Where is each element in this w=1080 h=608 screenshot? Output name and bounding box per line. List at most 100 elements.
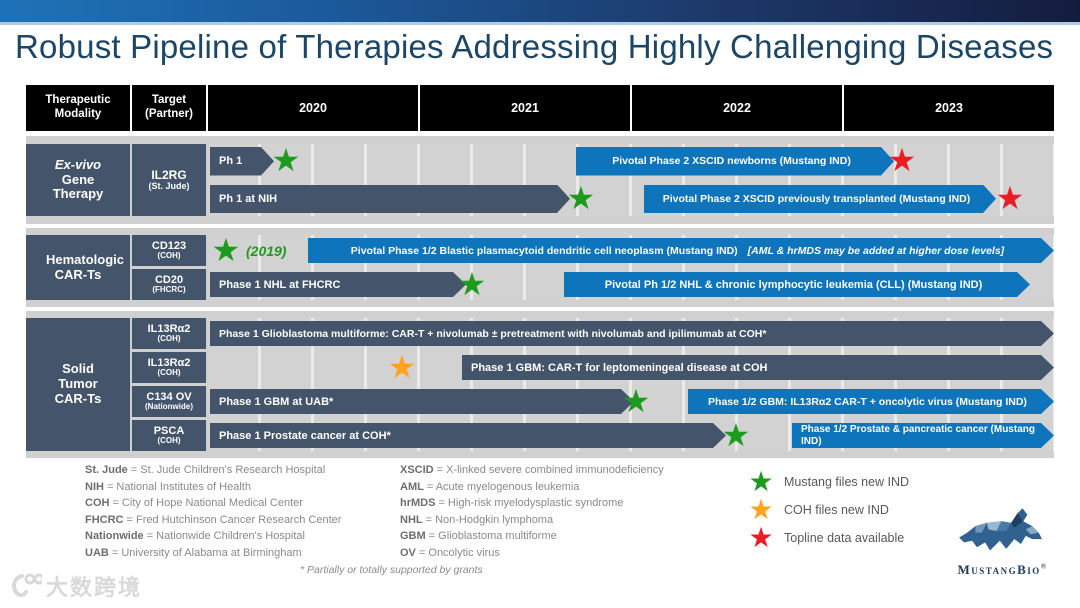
header-target-partner: Target (Partner)	[132, 85, 206, 131]
timeline-row: Phase 1 GBM at UAB* ★ Phase 1/2 GBM: IL1…	[208, 385, 1054, 417]
abbreviation: XSCID= X-linked severe combined immunode…	[400, 464, 664, 476]
target-partner: (COH)	[157, 436, 181, 446]
bar-phase1-nhl: Phase 1 NHL at FHCRC	[210, 272, 466, 297]
green-star-icon: ★	[271, 142, 301, 179]
top-gradient-bar	[0, 0, 1080, 22]
timeline-row: ★ (2019) Pivotal Phase 1/2 Blastic plasm…	[208, 231, 1054, 268]
legend-item-mustang-ind: ★ Mustang files new IND	[746, 468, 909, 496]
logo-text: MustangBio	[957, 562, 1041, 577]
modality-rest: Gene Therapy	[52, 171, 104, 202]
green-star-icon: ★	[748, 466, 774, 497]
header-year-2022: 2022	[632, 85, 842, 131]
abbreviation: GBM= Glioblastoma multiforme	[400, 530, 557, 542]
group-hematologic-car-ts: Hematologic CAR-Ts CD123 (COH) CD20 (FHC…	[26, 228, 1054, 307]
target-name: CD123	[151, 239, 187, 252]
watermark-icon	[12, 573, 42, 597]
top-bar-underline	[0, 22, 1080, 25]
green-star-icon: ★	[721, 416, 751, 453]
modality-label-ex-vivo: Ex-vivo Gene Therapy	[26, 144, 130, 216]
group-solid-tumor-car-ts: Solid Tumor CAR-Ts IL13Rα2 (COH) IL13Rα2…	[26, 311, 1054, 458]
target-partner: (COH)	[157, 334, 181, 344]
target-name: C134 OV	[146, 390, 192, 403]
bar-gbm-leptomeningeal: Phase 1 GBM: CAR-T for leptomeningeal di…	[462, 355, 1054, 380]
bar-pivotal-nhl-cll: Pivotal Ph 1/2 NHL & chronic lymphocytic…	[564, 272, 1030, 297]
star-legend: ★ Mustang files new IND ★ COH files new …	[746, 468, 909, 552]
bar-gbm-nivolumab: Phase 1 Glioblastoma multiforme: CAR-T +…	[210, 321, 1054, 346]
page-title: Robust Pipeline of Therapies Addressing …	[15, 28, 1054, 65]
legend-label: COH files new IND	[784, 503, 889, 517]
timeline-row: Ph 1 at NIH ★ Pivotal Phase 2 XSCID prev…	[208, 182, 1054, 217]
target-partner: (St. Jude)	[148, 180, 190, 191]
table-header: Therapeutic Modality Target (Partner) 20…	[26, 85, 1054, 131]
target-name: PSCA	[153, 424, 185, 437]
legend-label: Topline data available	[784, 531, 905, 545]
legend-label: Mustang files new IND	[784, 475, 910, 489]
abbreviations-right: XSCID= X-linked severe combined immunode…	[400, 462, 664, 561]
orange-star-icon: ★	[748, 494, 774, 525]
bar-pivotal-xscid-transplanted: Pivotal Phase 2 XSCID previously transpl…	[644, 185, 996, 214]
red-star-icon: ★	[748, 522, 774, 553]
target-partner: (FHCRC)	[152, 285, 186, 295]
bar-prostate-ph1: Phase 1 Prostate cancer at COH*	[210, 423, 726, 448]
header-years: 2020 2021 2022 2023	[208, 85, 1054, 131]
target-name: CD20	[154, 273, 184, 286]
watermark-text: 大数跨境	[46, 575, 143, 600]
mustangbio-logo: MustangBio®	[950, 505, 1055, 578]
bar-prostate-pancreatic: Phase 1/2 Prostate & pancreatic cancer (…	[792, 423, 1054, 448]
red-star-icon: ★	[995, 179, 1025, 216]
header-year-2020: 2020	[208, 85, 418, 131]
abbreviation: UAB= University of Alabama at Birmingham	[85, 546, 302, 559]
logo-wordmark: MustangBio®	[950, 562, 1055, 578]
abbreviation: OV= Oncolytic virus	[400, 546, 500, 559]
horse-icon	[958, 508, 1042, 551]
target-partner: (COH)	[157, 368, 181, 378]
bar-note-text: [AML & hrMDS may be added at higher dose…	[747, 244, 1005, 257]
bar-pivotal-xscid-newborns: Pivotal Phase 2 XSCID newborns (Mustang …	[576, 147, 894, 176]
target-column: CD123 (COH) CD20 (FHCRC)	[132, 235, 206, 300]
target-name: IL2RG	[151, 167, 187, 182]
timeline-row: Phase 1 Prostate cancer at COH* ★ Phase …	[208, 416, 1054, 453]
target-cd20: CD20 (FHCRC)	[132, 269, 206, 300]
orange-star-icon: ★	[387, 348, 417, 385]
abbreviation: COH= City of Hope National Medical Cente…	[85, 497, 303, 509]
modality-text: Hematologic CAR-Ts	[46, 251, 125, 282]
abbreviation: AML= Acute myelogenous leukemia	[400, 480, 580, 493]
abbreviation: FHCRC= Fred Hutchinson Cancer Research C…	[85, 513, 342, 526]
bar-text: Pivotal Phase 1/2 Blastic plasmacytoid d…	[350, 244, 738, 257]
target-partner: (Nationwide)	[145, 402, 193, 412]
timeline-area: ★ (2019) Pivotal Phase 1/2 Blastic plasm…	[208, 231, 1054, 302]
group-ex-vivo-gene-therapy: Ex-vivo Gene Therapy IL2RG (St. Jude) Ph…	[26, 136, 1054, 224]
abbreviation: St. Jude= St. Jude Children's Research H…	[85, 464, 326, 476]
watermark: 大数跨境	[8, 570, 142, 602]
target-name: IL13Rα2	[147, 356, 191, 369]
abbreviations-left: St. Jude= St. Jude Children's Research H…	[85, 462, 341, 561]
legend-item-coh-ind: ★ COH files new IND	[746, 496, 909, 524]
target-il13ra2-1: IL13Rα2 (COH)	[132, 318, 206, 349]
pipeline-groups: Ex-vivo Gene Therapy IL2RG (St. Jude) Ph…	[26, 136, 1054, 462]
grant-footnote: * Partially or totally supported by gran…	[300, 564, 483, 576]
modality-label-solid-tumor: Solid Tumor CAR-Ts	[26, 318, 130, 451]
timeline-area: Ph 1 ★ Pivotal Phase 2 XSCID newborns (M…	[208, 144, 1054, 216]
target-name: IL13Rα2	[147, 322, 191, 335]
registered-mark: ®	[1040, 562, 1048, 571]
legend-item-topline-data: ★ Topline data available	[746, 524, 909, 552]
green-star-icon: ★	[457, 265, 487, 302]
target-partner: (COH)	[157, 251, 181, 261]
header-year-2021: 2021	[420, 85, 630, 131]
header-year-2023: 2023	[844, 85, 1054, 131]
timeline-row: Phase 1 NHL at FHCRC ★ Pivotal Ph 1/2 NH…	[208, 265, 1054, 302]
abbreviation: NHL= Non-Hodgkin lymphoma	[400, 513, 554, 526]
bar-pivotal-bpdcn: Pivotal Phase 1/2 Blastic plasmacytoid d…	[308, 238, 1054, 263]
green-star-icon: ★	[211, 231, 241, 268]
target-il2rg: IL2RG (St. Jude)	[132, 144, 206, 216]
red-star-icon: ★	[887, 142, 917, 179]
bar-ph1-at-nih: Ph 1 at NIH	[210, 185, 570, 214]
timeline-row: Ph 1 ★ Pivotal Phase 2 XSCID newborns (M…	[208, 144, 1054, 179]
target-column: IL13Rα2 (COH) IL13Rα2 (COH) C134 OV (Nat…	[132, 318, 206, 451]
target-il13ra2-2: IL13Rα2 (COH)	[132, 352, 206, 383]
modality-label-hematologic: Hematologic CAR-Ts	[26, 235, 130, 300]
target-psca: PSCA (COH)	[132, 420, 206, 451]
target-cd123: CD123 (COH)	[132, 235, 206, 266]
bar-gbm-uab: Phase 1 GBM at UAB*	[210, 389, 634, 414]
